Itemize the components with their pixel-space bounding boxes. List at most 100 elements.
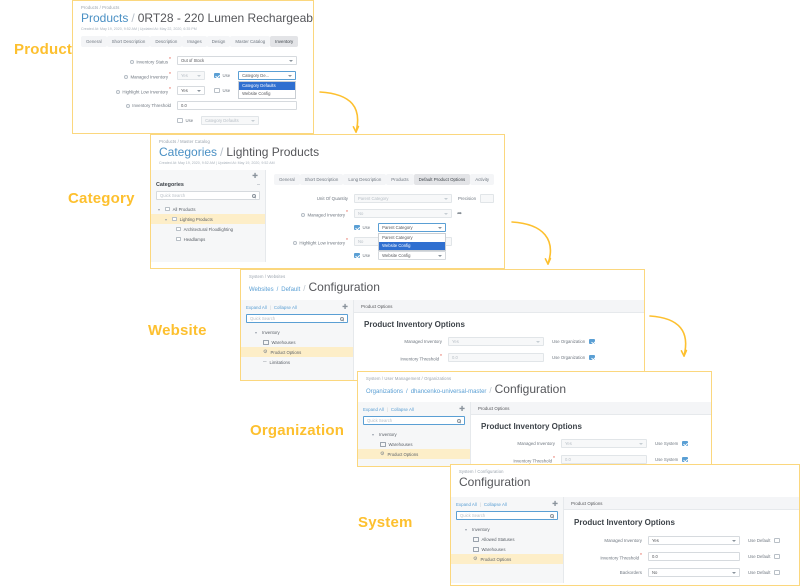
dropdown-option-website-config[interactable]: Website Config: [242, 91, 271, 97]
system-section-bar: Product Options: [564, 497, 799, 510]
category-input-managed-inventory[interactable]: No: [354, 209, 452, 218]
add-icon[interactable]: ✚: [252, 173, 258, 180]
system-tree-item-allowed-statuses[interactable]: Allowed Statuses: [451, 534, 563, 544]
checkbox-headlamps[interactable]: [176, 236, 181, 242]
info-icon: [130, 60, 135, 65]
input-inventory-threshold[interactable]: 0.0: [177, 101, 297, 110]
organization-checkbox-managed-use[interactable]: [682, 440, 688, 447]
dropdown-scope-options[interactable]: Category Defaults Website Config: [238, 81, 297, 99]
tab-master-catalog[interactable]: Master Catalog: [230, 36, 271, 47]
product-title-link[interactable]: Products: [81, 11, 129, 25]
add-icon[interactable]: ✚: [552, 501, 558, 508]
organization-collapse-all[interactable]: Collapse All: [390, 407, 414, 412]
checkbox-lighting-products[interactable]: [172, 216, 177, 222]
checkbox-category-highlight-use[interactable]: [354, 252, 360, 259]
stage-label-category: Category: [68, 190, 135, 207]
connector-arrow-website-to-organization: [649, 315, 688, 357]
input-highlight-low-inventory[interactable]: Yes: [177, 86, 205, 95]
category-tab-activity[interactable]: Activity: [470, 174, 495, 185]
system-tree-item-inventory[interactable]: ▾ Inventory: [465, 526, 490, 532]
select-category-managed-scope[interactable]: Parent Category Parent Category Website …: [378, 223, 447, 251]
website-checkbox-threshold-use[interactable]: [589, 354, 595, 361]
organization-sidebar: Expand All | Collapse All ✚ Quick Search…: [358, 402, 471, 466]
system-input-backorders[interactable]: No: [648, 568, 740, 577]
select-threshold-scope[interactable]: Category Defaults: [201, 116, 260, 125]
tab-general[interactable]: General: [81, 36, 107, 47]
collapse-icon[interactable]: –: [257, 182, 260, 188]
category-sidebar-heading: Categories –: [156, 182, 260, 188]
category-search-input[interactable]: Quick Search: [156, 191, 260, 200]
category-title-link[interactable]: Categories: [159, 145, 218, 159]
website-tree-item-inventory[interactable]: ▾ Inventory: [255, 329, 280, 335]
checkbox-highlight-low-inventory-use[interactable]: [214, 87, 220, 94]
tree-item-all-products[interactable]: ▾ All Products: [158, 206, 196, 212]
website-section-bar: Product Options: [354, 300, 644, 313]
input-managed-inventory[interactable]: Yes: [177, 71, 205, 80]
organization-tree-item-warehouses[interactable]: Warehouses: [358, 439, 470, 449]
select-category-highlight-scope[interactable]: Website Config: [378, 251, 447, 260]
organization-title-crumb-2[interactable]: dhancenko-universal-master: [410, 389, 487, 395]
system-checkbox-backorders-use[interactable]: [774, 569, 780, 576]
system-checkbox-threshold-use[interactable]: [774, 553, 780, 560]
label-highlight-low-inventory: Highlight Low Inventory*: [81, 87, 171, 94]
organization-input-inventory-threshold[interactable]: 0.0: [561, 455, 647, 464]
website-title-crumb-2[interactable]: Default: [281, 287, 301, 293]
category-tab-general[interactable]: General: [274, 174, 300, 185]
chevron-down-icon: [639, 442, 643, 445]
website-input-managed-inventory[interactable]: Yes: [448, 337, 544, 346]
category-tab-short-description[interactable]: Short Description: [299, 174, 344, 185]
chevron-down-icon: [251, 119, 256, 122]
add-icon[interactable]: ✚: [342, 304, 348, 311]
tab-images[interactable]: Images: [182, 36, 207, 47]
input-unit-of-quantity[interactable]: Parent Category: [354, 194, 452, 203]
tree-item-lighting-products[interactable]: ▾ Lighting Products: [151, 214, 265, 224]
system-tree-item-warehouses[interactable]: Warehouses: [451, 544, 563, 554]
tab-design[interactable]: Design: [206, 36, 231, 47]
category-dropdown-scope-options[interactable]: Parent Category Website Config: [378, 233, 447, 251]
website-title-crumb-1[interactable]: Websites: [249, 287, 274, 293]
input-inventory-status[interactable]: Out of Stock: [177, 56, 297, 65]
organization-search-input[interactable]: Quick Search: [363, 416, 465, 425]
tab-short-description[interactable]: Short Description: [106, 36, 151, 47]
tree-item-headlamps[interactable]: Headlamps: [151, 234, 265, 244]
tab-description[interactable]: Description: [150, 36, 183, 47]
website-collapse-all[interactable]: Collapse All: [273, 305, 297, 310]
checkbox-architectural-floodlighting[interactable]: [176, 226, 181, 232]
organization-input-managed-inventory[interactable]: Yes: [561, 439, 647, 448]
system-search-input[interactable]: Quick Search: [456, 511, 558, 520]
dropdown-option-category-defaults[interactable]: Category Defaults: [239, 82, 296, 90]
website-input-inventory-threshold[interactable]: 0.0: [448, 353, 544, 362]
checkbox-managed-inventory-use[interactable]: [214, 72, 220, 79]
system-input-managed-inventory[interactable]: Yes: [648, 536, 740, 545]
add-icon[interactable]: ✚: [459, 406, 465, 413]
checkbox-category-managed-use[interactable]: [354, 224, 360, 231]
input-precision[interactable]: [480, 194, 495, 203]
website-search-input[interactable]: Quick Search: [246, 314, 348, 323]
select-managed-inventory-scope[interactable]: Category De... Category Defaults Website…: [238, 71, 297, 99]
checkbox-all-products[interactable]: [165, 206, 170, 212]
category-tab-long-description[interactable]: Long Description: [343, 174, 387, 185]
system-collapse-all[interactable]: Collapse All: [483, 502, 507, 507]
category-dropdown-option-website-config[interactable]: Website Config: [379, 241, 446, 250]
system-expand-all[interactable]: Expand All: [456, 502, 477, 507]
website-tree-item-limitations[interactable]: ─ Limitations: [263, 358, 291, 365]
tab-inventory[interactable]: Inventory: [270, 36, 299, 47]
website-tree-item-warehouses[interactable]: Warehouses: [241, 337, 353, 347]
website-expand-all[interactable]: Expand All: [246, 305, 267, 310]
organization-title-crumb-1[interactable]: Organizations: [366, 389, 404, 395]
category-tab-default-product-options[interactable]: Default Product Options: [413, 174, 471, 185]
system-tree-item-product-options[interactable]: ⚙ Product Options: [451, 554, 563, 564]
checkbox-threshold-use[interactable]: [177, 117, 183, 124]
system-checkbox-managed-use[interactable]: [774, 537, 780, 544]
category-tab-products[interactable]: Products: [386, 174, 414, 185]
organization-expand-all[interactable]: Expand All: [363, 407, 384, 412]
tree-item-architectural-floodlighting[interactable]: Architectural Floodlighting: [151, 224, 265, 234]
category-dropdown-option-parent-category[interactable]: Parent Category: [382, 235, 413, 241]
website-checkbox-managed-use[interactable]: [589, 338, 595, 345]
system-input-inventory-threshold[interactable]: 0.0: [648, 552, 740, 561]
organization-tree-item-inventory[interactable]: ▾ Inventory: [372, 431, 397, 437]
organization-checkbox-threshold-use[interactable]: [682, 456, 688, 463]
organization-tree-item-product-options[interactable]: ⚙ Product Options: [358, 449, 470, 459]
website-tree-item-product-options[interactable]: ⚙ Product Options: [241, 347, 353, 357]
gear-icon: ⚙: [380, 450, 385, 457]
